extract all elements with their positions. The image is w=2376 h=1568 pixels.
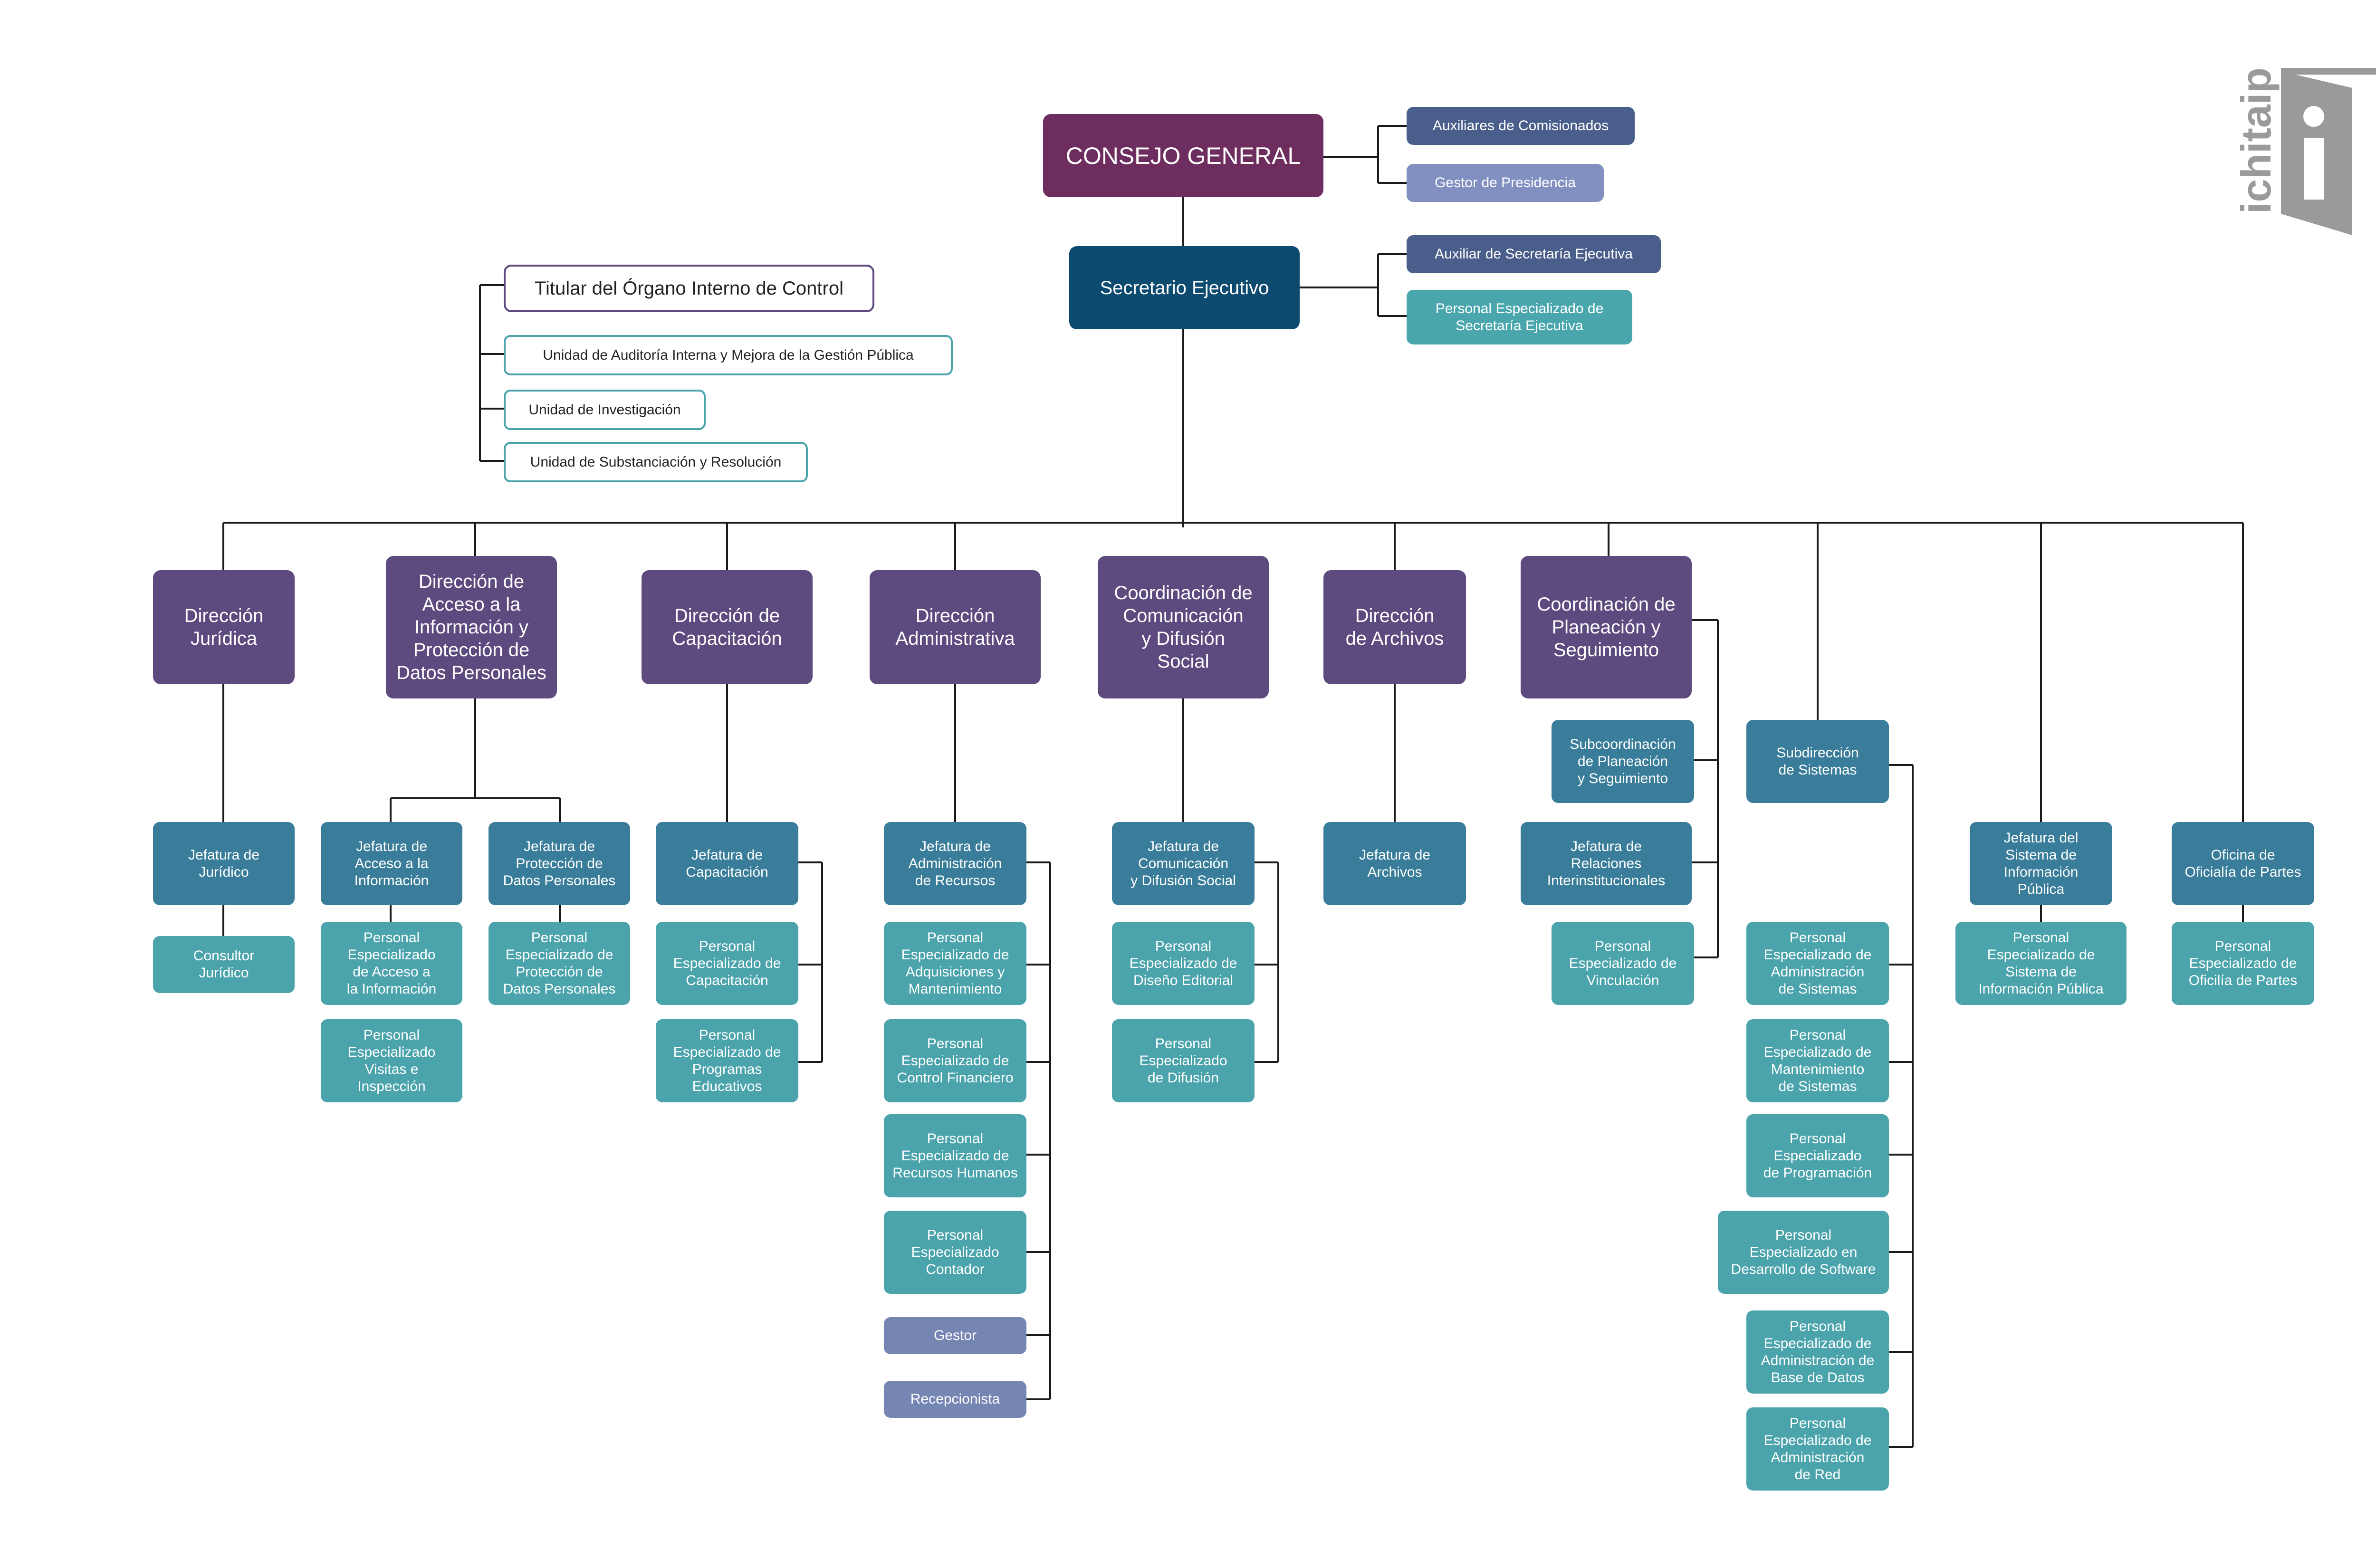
gestor-presidencia-box: Gestor de Presidencia bbox=[1407, 164, 1604, 202]
direccion-capacitacion-box: Dirección de Capacitación bbox=[642, 570, 813, 684]
personal-contador-box: Personal Especializado Contador bbox=[884, 1211, 1026, 1294]
personal-vinculacion-box: Personal Especializado de Vinculación bbox=[1552, 922, 1694, 1005]
jefatura-archivos-box: Jefatura de Archivos bbox=[1323, 822, 1466, 905]
jefatura-proteccion-box: Jefatura de Protección de Datos Personal… bbox=[489, 822, 630, 905]
direccion-juridica-box: Dirección Jurídica bbox=[153, 570, 295, 684]
direccion-archivos-box: Dirección de Archivos bbox=[1323, 570, 1466, 684]
coordinacion-comunicacion-box: Coordinación de Comunicación y Difusión … bbox=[1098, 556, 1269, 698]
personal-base-datos-box: Personal Especializado de Administración… bbox=[1746, 1310, 1889, 1394]
personal-programacion-box: Personal Especializado de Programación bbox=[1746, 1114, 1889, 1197]
consejo-general-box: CONSEJO GENERAL bbox=[1043, 114, 1323, 197]
jefatura-comunicacion-box: Jefatura de Comunicación y Difusión Soci… bbox=[1112, 822, 1255, 905]
auxiliar-secretaria-box: Auxiliar de Secretaría Ejecutiva bbox=[1407, 235, 1661, 273]
personal-acceso-box: Personal Especializado de Acceso a la In… bbox=[321, 922, 462, 1005]
personal-proteccion-box: Personal Especializado de Protección de … bbox=[489, 922, 630, 1005]
door-i-logo-icon: ichitaip bbox=[2233, 67, 2376, 235]
direccion-acceso-box: Dirección de Acceso a la Información y P… bbox=[386, 556, 557, 698]
subdireccion-sistemas-box: Subdirección de Sistemas bbox=[1746, 720, 1889, 803]
gestor-box: Gestor bbox=[884, 1317, 1026, 1354]
direccion-administrativa-box: Dirección Administrativa bbox=[870, 570, 1041, 684]
recepcionista-box: Recepcionista bbox=[884, 1381, 1026, 1418]
personal-recursos-humanos-box: Personal Especializado de Recursos Human… bbox=[884, 1114, 1026, 1197]
jefatura-juridico-box: Jefatura de Jurídico bbox=[153, 822, 295, 905]
unidad-substanciacion-box: Unidad de Substanciación y Resolución bbox=[504, 442, 808, 482]
coordinacion-planeacion-box: Coordinación de Planeación y Seguimiento bbox=[1521, 556, 1692, 698]
personal-diseno-editorial-box: Personal Especializado de Diseño Editori… bbox=[1112, 922, 1255, 1005]
auxiliares-comisionados-box: Auxiliares de Comisionados bbox=[1407, 107, 1635, 145]
oficina-oficialia-box: Oficina de Oficialía de Partes bbox=[2172, 822, 2314, 905]
jefatura-capacitacion-box: Jefatura de Capacitación bbox=[656, 822, 798, 905]
personal-capacitacion-box: Personal Especializado de Capacitación bbox=[656, 922, 798, 1005]
personal-programas-box: Personal Especializado de Programas Educ… bbox=[656, 1019, 798, 1102]
personal-control-financiero-box: Personal Especializado de Control Financ… bbox=[884, 1019, 1026, 1102]
jefatura-administracion-box: Jefatura de Administración de Recursos bbox=[884, 822, 1026, 905]
personal-mantenimiento-sistemas-box: Personal Especializado de Mantenimiento … bbox=[1746, 1019, 1889, 1102]
secretario-ejecutivo-box: Secretario Ejecutivo bbox=[1069, 246, 1300, 329]
personal-difusion-box: Personal Especializado de Difusión bbox=[1112, 1019, 1255, 1102]
titular-organo-control-box: Titular del Órgano Interno de Control bbox=[504, 265, 874, 312]
unidad-investigacion-box: Unidad de Investigación bbox=[504, 390, 706, 430]
personal-adquisiciones-box: Personal Especializado de Adquisiciones … bbox=[884, 922, 1026, 1005]
jefatura-relaciones-box: Jefatura de Relaciones Interinstituciona… bbox=[1521, 822, 1692, 905]
personal-red-box: Personal Especializado de Administración… bbox=[1746, 1407, 1889, 1491]
personal-secretaria-box: Personal Especializado de Secretaría Eje… bbox=[1407, 290, 1632, 344]
unidad-auditoria-box: Unidad de Auditoría Interna y Mejora de … bbox=[504, 335, 953, 375]
personal-informacion-publica-box: Personal Especializado de Sistema de Inf… bbox=[1955, 922, 2127, 1005]
personal-desarrollo-software-box: Personal Especializado en Desarrollo de … bbox=[1718, 1211, 1889, 1294]
consultor-juridico-box: Consultor Jurídico bbox=[153, 936, 295, 993]
jefatura-informacion-publica-box: Jefatura del Sistema de Información Públ… bbox=[1970, 822, 2112, 905]
jefatura-acceso-box: Jefatura de Acceso a la Información bbox=[321, 822, 462, 905]
personal-visitas-box: Personal Especializado Visitas e Inspecc… bbox=[321, 1019, 462, 1102]
subcoordinacion-planeacion-box: Subcoordinación de Planeación y Seguimie… bbox=[1552, 720, 1694, 803]
logo-text: ichitaip bbox=[2233, 67, 2280, 214]
personal-oficialia-box: Personal Especializado de Oficilía de Pa… bbox=[2172, 922, 2314, 1005]
personal-admin-sistemas-box: Personal Especializado de Administración… bbox=[1746, 922, 1889, 1005]
